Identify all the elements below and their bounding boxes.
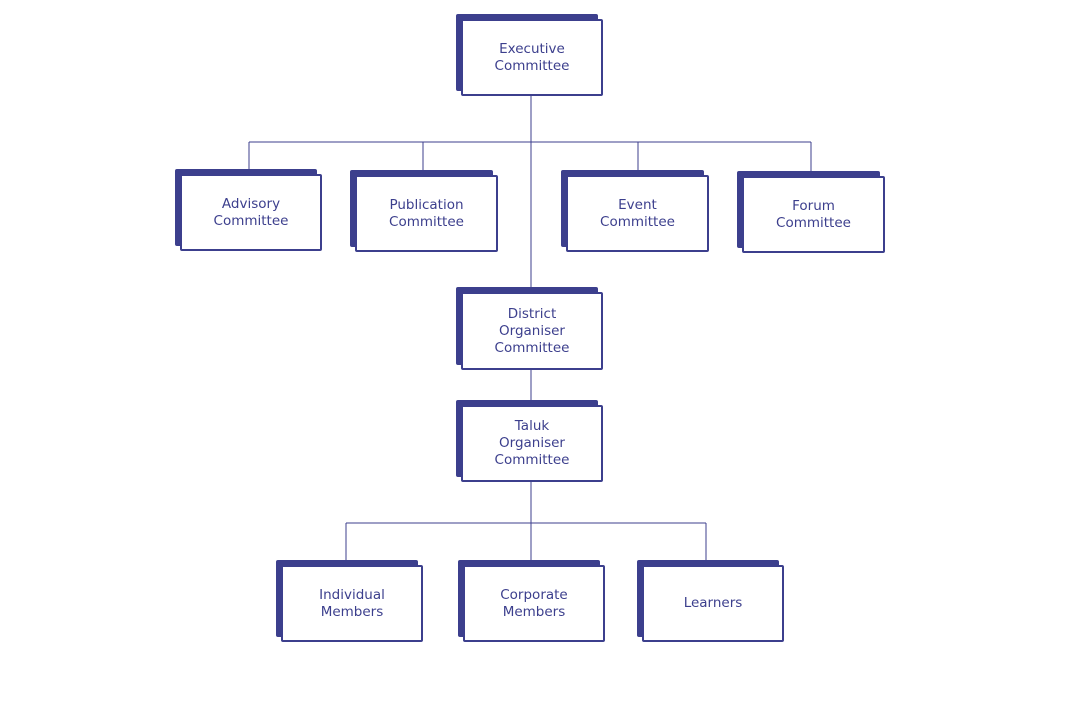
node-individual-members: Individual Members xyxy=(281,565,423,642)
node-advisory-committee: Advisory Committee xyxy=(180,174,322,251)
node-corporate-members: Corporate Members xyxy=(463,565,605,642)
node-taluk-organiser-committee: Taluk Organiser Committee xyxy=(461,405,603,482)
node-forum-committee: Forum Committee xyxy=(742,176,885,253)
node-publication-committee: Publication Committee xyxy=(355,175,498,252)
node-learners: Learners xyxy=(642,565,784,642)
node-executive-committee: Executive Committee xyxy=(461,19,603,96)
node-event-committee: Event Committee xyxy=(566,175,709,252)
node-district-organiser-committee: District Organiser Committee xyxy=(461,292,603,370)
